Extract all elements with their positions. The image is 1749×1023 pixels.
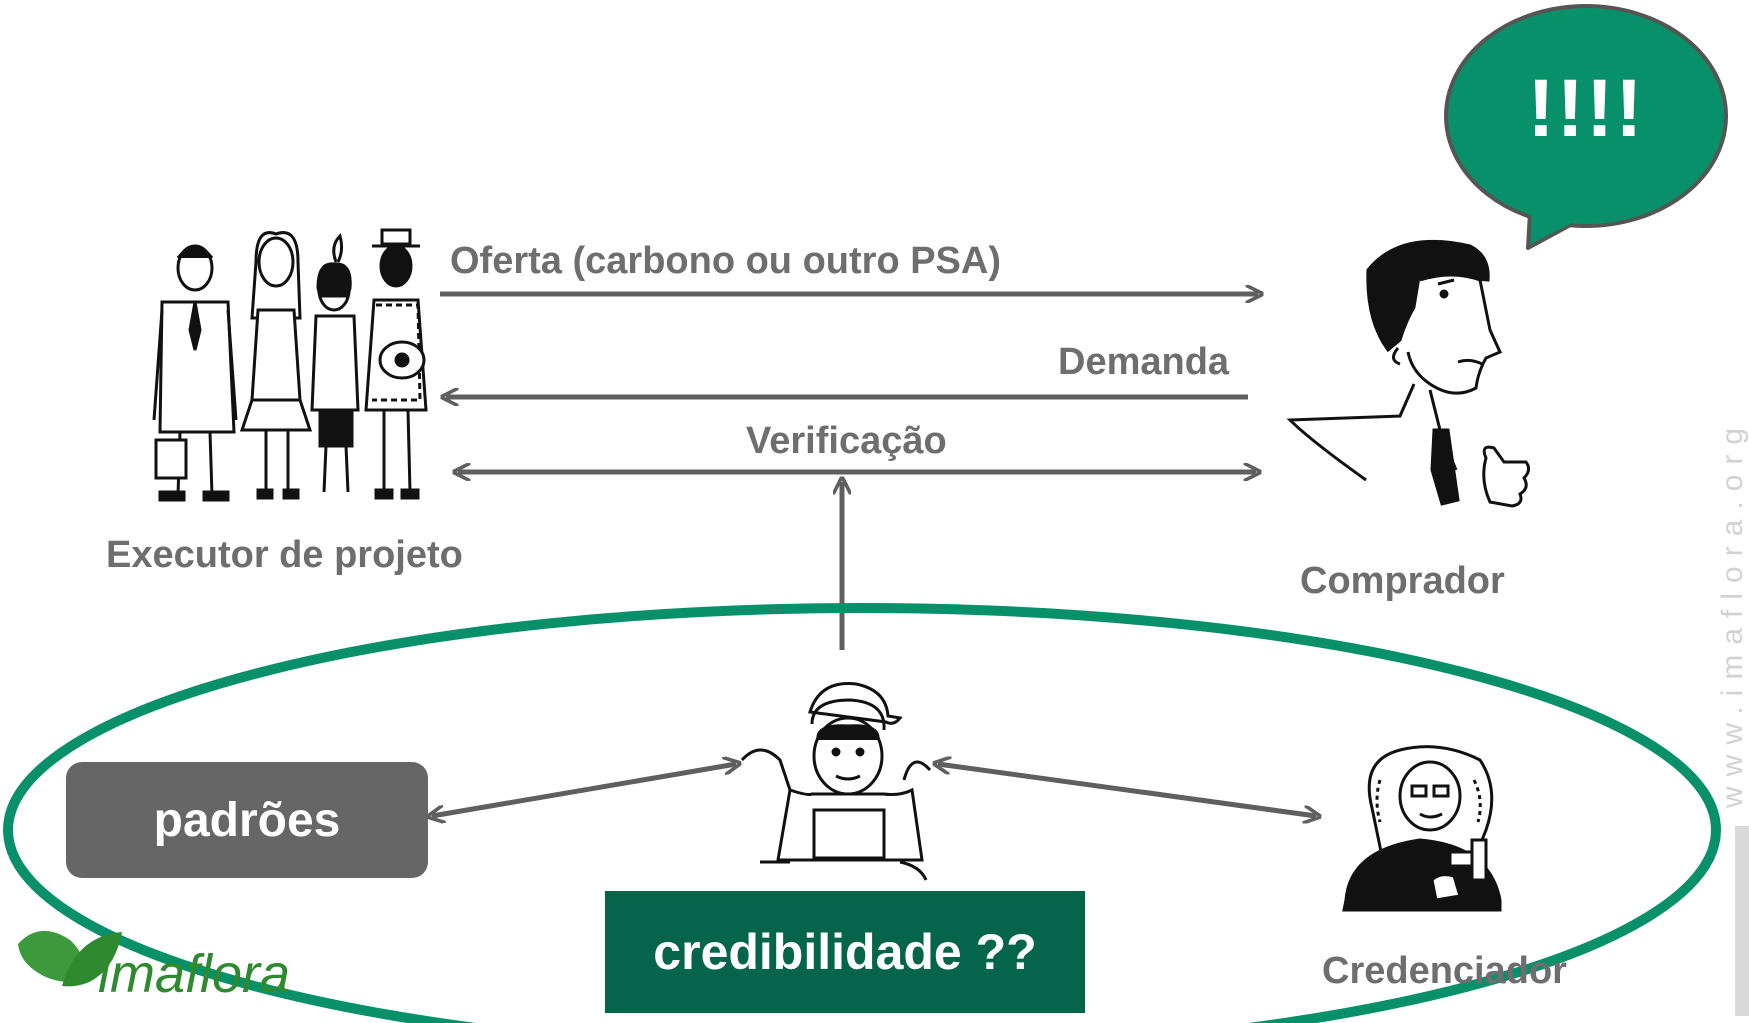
offer-label: Oferta (carbono ou outro PSA)	[450, 240, 1001, 282]
verification-label: Verificação	[746, 420, 947, 462]
speech-bubble-text: !!!!	[1527, 63, 1645, 154]
credibility-box-label: credibilidade ??	[653, 924, 1037, 980]
demand-label: Demanda	[1058, 341, 1230, 383]
group-of-people-icon	[152, 228, 428, 502]
logo-text: imaflora	[98, 944, 290, 1004]
accreditor-label: Credenciador	[1322, 950, 1567, 992]
standards-box: padrões	[66, 762, 428, 878]
businessman-thumbs-up-icon	[1286, 239, 1531, 508]
buyer-label: Comprador	[1300, 560, 1505, 602]
watermark-bar	[1735, 826, 1749, 1016]
verifier-with-cap-icon	[740, 682, 932, 881]
imaflora-logo-icon: imaflora	[18, 930, 290, 1004]
executor-label: Executor de projeto	[106, 534, 463, 576]
standards-box-label: padrões	[153, 793, 341, 847]
judge-with-gavel-icon	[1342, 745, 1502, 912]
watermark-text: www.imaflora.org	[1716, 418, 1749, 809]
verifier-accreditor-arrow	[938, 764, 1316, 816]
credibility-ellipse	[3, 603, 1721, 1023]
standards-verifier-arrow	[432, 764, 736, 816]
speech-bubble	[1444, 4, 1728, 250]
credibility-box: credibilidade ??	[605, 891, 1085, 1013]
